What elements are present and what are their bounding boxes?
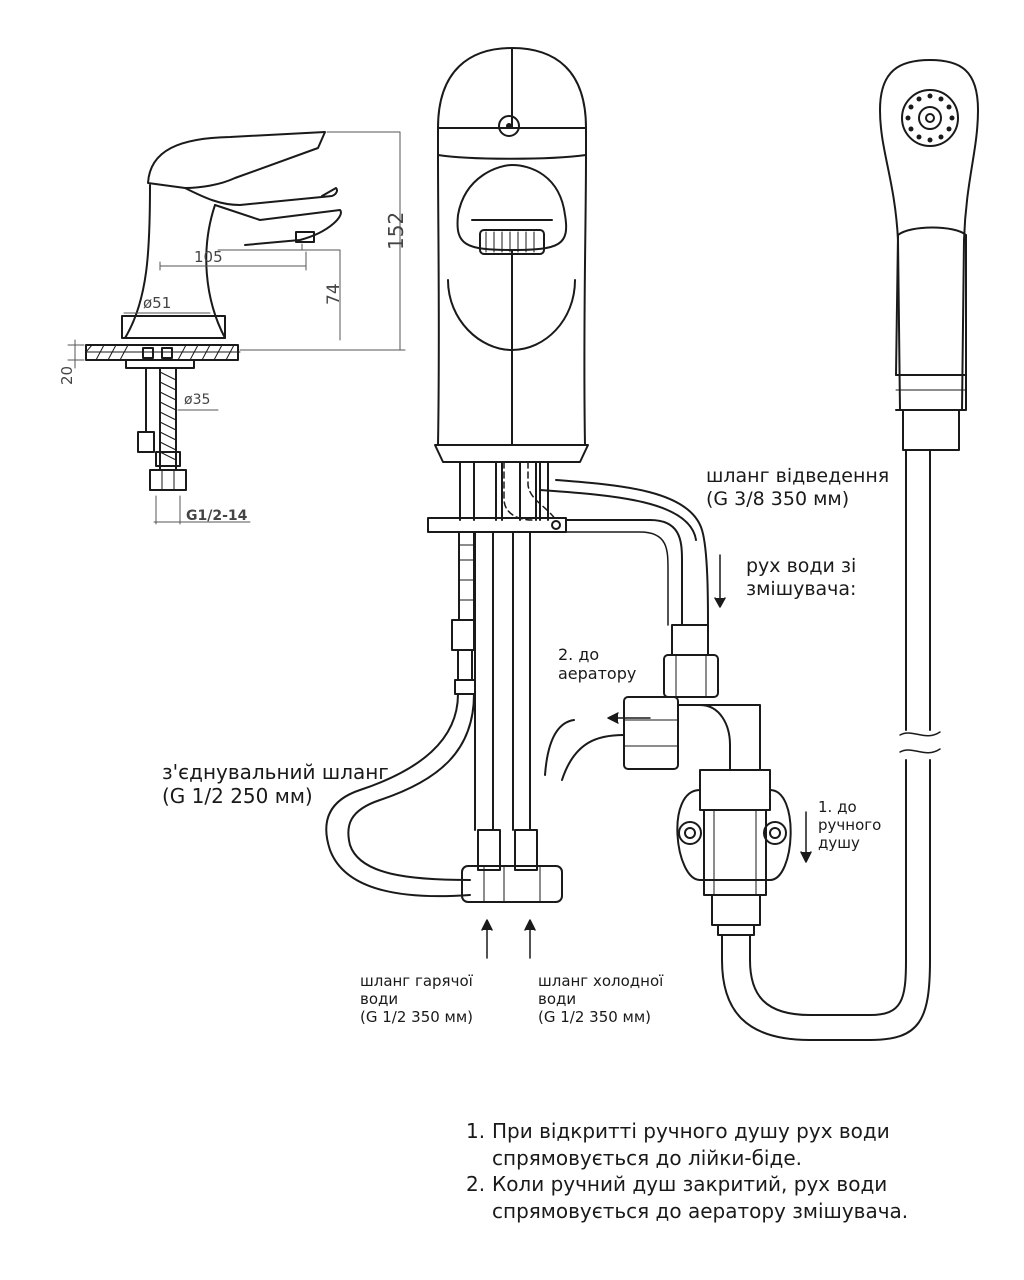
note-text: Коли ручний душ закритий, рух води спрям… — [492, 1172, 909, 1223]
note-text: При відкритті ручного душу рух води спря… — [492, 1119, 890, 1170]
faucet-front-view — [434, 47, 589, 463]
dimension-35: ø35 — [184, 392, 211, 408]
diverter-valve — [544, 654, 792, 936]
note-number: 2. — [466, 1172, 486, 1197]
note-item: 1. При відкритті ручного душу рух води с… — [466, 1118, 1006, 1171]
label-cold-water-hose: шланг холодної води (G 1/2 350 мм) — [538, 972, 664, 1026]
outlet-hose — [539, 479, 709, 656]
arrow-up-hot — [481, 919, 493, 959]
dimension-105: 105 — [194, 248, 223, 266]
label-to-hand-shower: 1. до ручного душу — [818, 798, 882, 852]
arrow-down-outlet — [714, 554, 726, 608]
supply-pipes — [325, 461, 567, 903]
label-connecting-hose: з'єднувальний шланг (G 1/2 250 мм) — [162, 760, 389, 808]
shower-nozzle-holes — [905, 93, 955, 143]
arrow-left-aerator — [607, 712, 651, 724]
label-to-aerator: 2. до аератору — [558, 645, 637, 684]
shower-hose — [721, 449, 941, 1041]
label-flow-from-mixer: рух води зі змішувача: — [746, 555, 857, 600]
dimension-51: ø51 — [143, 294, 172, 312]
dimension-74: 74 — [324, 283, 344, 305]
dimension-152: 152 — [384, 211, 408, 250]
note-item: 2. Коли ручний душ закритий, рух води сп… — [466, 1171, 1006, 1224]
label-outlet-hose: шланг відведення (G 3/8 350 мм) — [706, 465, 890, 510]
thread-size: G1/2-14 — [186, 508, 248, 524]
dimension-20: 20 — [58, 365, 76, 385]
label-hot-water-hose: шланг гарячої води (G 1/2 350 мм) — [360, 972, 474, 1026]
note-number: 1. — [466, 1119, 486, 1143]
hand-shower — [879, 59, 979, 451]
arrow-up-cold — [524, 919, 536, 959]
flow-arrows — [481, 554, 812, 959]
arrow-down-hand-shower — [800, 811, 812, 863]
notes-list: 1. При відкритті ручного душу рух води с… — [466, 1118, 1006, 1224]
side-view-drawing — [67, 131, 406, 525]
